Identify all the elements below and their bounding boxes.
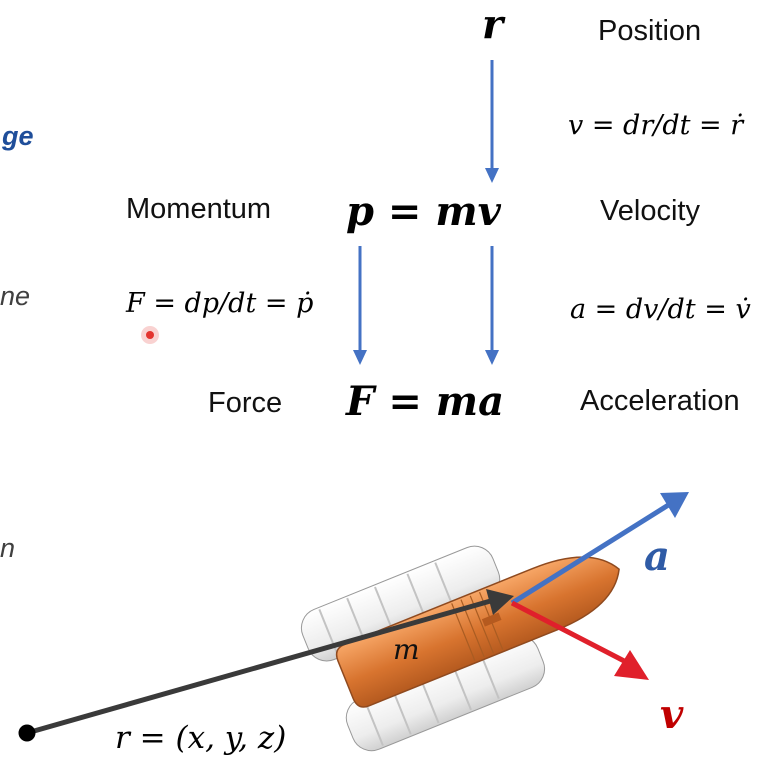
cropped-blue-fragment: ge: [1, 121, 34, 151]
pointer-dot: [141, 326, 159, 344]
equation-v-definition: v = dr/dt = ṙ: [568, 110, 745, 141]
arrow-position-to-velocity: [485, 60, 499, 183]
arrow-momentum-to-force: [353, 246, 367, 365]
acceleration-vector: [510, 492, 689, 606]
equation-f-definition: F = dp/dt = ṗ: [125, 288, 313, 319]
equation-f-ma: F = ma: [345, 378, 504, 425]
cropped-gray-fragment-2: n: [0, 533, 15, 563]
arrow-velocity-to-acceleration: [485, 246, 499, 365]
equation-r: r: [482, 1, 506, 48]
label-momentum: Momentum: [126, 193, 271, 225]
equation-r-coordinates: r = (x, y, z): [115, 720, 286, 756]
label-force: Force: [208, 387, 282, 419]
equation-a-definition: a = dv/dt = v̇: [570, 294, 751, 325]
label-acceleration: Acceleration: [580, 385, 740, 417]
equation-p-mv: p = mv: [346, 188, 502, 235]
label-mass-m: m: [393, 633, 420, 666]
rocket-illustration: [300, 545, 620, 752]
label-position: Position: [598, 15, 701, 47]
cropped-gray-fragment-1: ne: [0, 281, 30, 311]
label-velocity: Velocity: [600, 195, 700, 227]
label-v-vector: v: [660, 691, 684, 738]
label-a-vector: a: [644, 533, 670, 580]
position-vector-line: [18, 589, 514, 742]
velocity-vector: [510, 600, 649, 680]
